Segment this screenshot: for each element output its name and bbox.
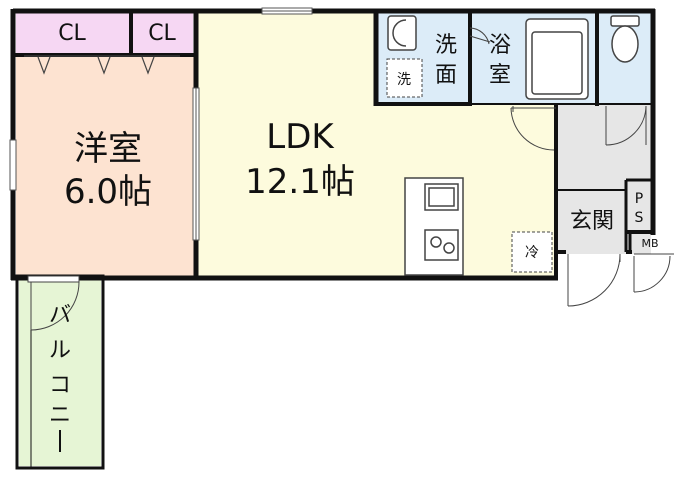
western-room-fill [16,55,196,277]
ldk-window [261,7,313,15]
mb-label: MB [641,237,658,250]
bathroom-label-line1: 浴 [489,33,511,58]
meter-box-door[interactable] [633,253,674,293]
washer-space-icon [386,58,423,98]
balcony-label-char-2: ル [49,338,71,363]
western-room-label-line1: 洋室 [74,129,142,169]
toilet-door[interactable] [605,105,647,146]
washroom-label-line2: 面 [435,63,457,88]
ps-label-p: P [635,191,643,207]
balcony-label-char-1: バ [49,303,71,328]
balcony-label-char-3: コ [49,373,71,398]
entrance-label: 玄関 [570,209,614,234]
ps-label-s: S [635,210,644,226]
closet-right-label: CL [148,21,176,46]
balcony-label-char-4: ニ [49,403,71,428]
western-room-label-line2: 6.0帖 [64,172,152,212]
closet-left-label: CL [58,21,86,46]
fridge-space-icon [511,231,553,273]
ldk-lower-fill [198,104,555,277]
fridge-mark-label: 冷 [525,245,539,261]
ldk-label-line2: 12.1帖 [245,162,355,202]
front-door[interactable] [567,253,621,307]
washroom-door[interactable] [469,27,491,45]
kitchen-counter [404,177,464,276]
washroom-label-line1: 洗 [435,33,457,58]
bathtub-icon [525,18,589,100]
toilet-icon [610,15,640,63]
balcony-door-swing[interactable] [27,275,80,331]
balcony-label-char-5-text: ー [49,433,71,458]
closet-left-fill [16,13,129,54]
ldk-label-line1: LDK [266,117,335,157]
bathroom-label-line2: 室 [489,63,511,88]
closet-door-marks[interactable] [24,55,180,75]
entrance-inner-door[interactable] [510,106,556,151]
washbasin-icon [387,15,417,51]
bedroom-window [9,139,17,191]
washer-mark-label: 洗 [397,72,411,88]
bedroom-sliding-door[interactable] [192,87,200,241]
closet-right-fill [133,13,193,54]
